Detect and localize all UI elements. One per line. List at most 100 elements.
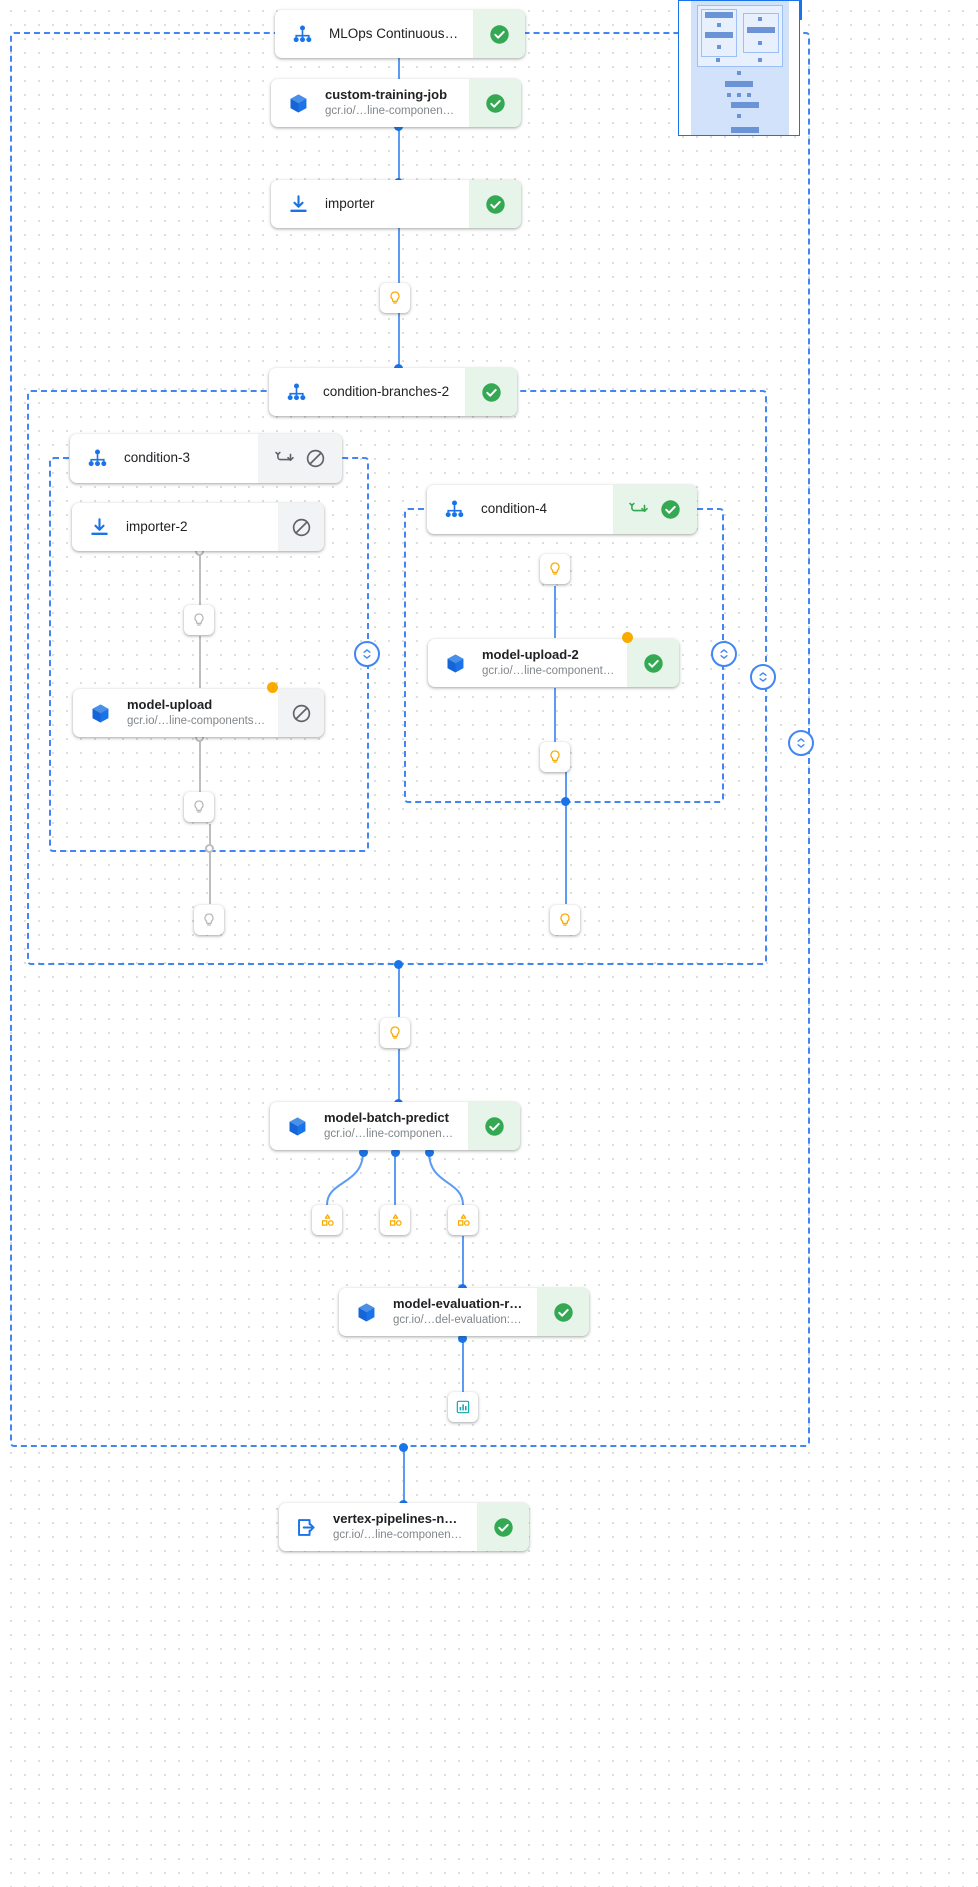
- node-body: model-evaluation-regres… gcr.io/…del-eva…: [339, 1288, 537, 1336]
- dag-minimap[interactable]: [678, 0, 800, 136]
- branch-icon: [274, 451, 294, 461]
- edge-model-evaluation-to-metrics: [462, 1338, 464, 1392]
- node-title: custom-training-job: [325, 86, 448, 102]
- node-condition-branches-2[interactable]: condition-branches-2: [269, 368, 517, 416]
- node-model-upload-2[interactable]: model-upload-2 gcr.io/…line-components:2…: [428, 639, 679, 687]
- node-importer[interactable]: importer: [271, 180, 521, 228]
- status-badge: [613, 485, 697, 534]
- node-title: model-batch-predict: [324, 1109, 449, 1125]
- branch-icon: [628, 502, 648, 512]
- artifact-chip[interactable]: [448, 1205, 478, 1235]
- minimap-node: [725, 81, 753, 87]
- check-circle-icon: [489, 24, 509, 44]
- node-body: MLOps Continuous Traini…: [275, 10, 473, 58]
- status-badge: [468, 1102, 520, 1150]
- check-circle-icon: [660, 500, 680, 519]
- blocked-circle-icon: [292, 704, 310, 722]
- node-model-upload[interactable]: model-upload gcr.io/…line-components:2.6…: [73, 689, 324, 737]
- parameter-chip[interactable]: [380, 283, 410, 313]
- edge-dot: [425, 1148, 434, 1157]
- status-badge: [537, 1288, 589, 1336]
- minimap-node: [717, 45, 721, 49]
- node-model-batch-predict[interactable]: model-batch-predict gcr.io/…line-compone…: [270, 1102, 520, 1150]
- edge-dot: [359, 1148, 368, 1157]
- status-badge: [278, 689, 324, 737]
- node-body: model-upload-2 gcr.io/…line-components:2…: [428, 639, 627, 687]
- node-title: MLOps Continuous Traini…: [329, 25, 461, 41]
- node-custom-training-job[interactable]: custom-training-job gcr.io/…line-compone…: [271, 79, 521, 127]
- collapse-button-condition-4[interactable]: [711, 641, 737, 667]
- node-model-evaluation-regression[interactable]: model-evaluation-regres… gcr.io/…del-eva…: [339, 1288, 589, 1336]
- edge-dot-skipped: [205, 844, 214, 853]
- node-vertex-pipelines-notification[interactable]: vertex-pipelines-notificat… gcr.io/…line…: [279, 1503, 529, 1551]
- output-marker-dot: [267, 682, 278, 693]
- node-text: model-batch-predict gcr.io/…line-compone…: [324, 1110, 456, 1142]
- node-subtitle: gcr.io/…del-evaluation:v0.9.3: [393, 1314, 525, 1327]
- node-mlops-continuous-training[interactable]: MLOps Continuous Traini…: [275, 10, 525, 58]
- status-badge: [627, 639, 679, 687]
- minimap-node: [758, 17, 762, 21]
- parameter-chip[interactable]: [540, 554, 570, 584]
- lightbulb-icon: [390, 291, 400, 304]
- node-text: importer-2: [126, 519, 188, 536]
- node-body: condition-branches-2: [269, 368, 465, 416]
- minimap-node: [705, 12, 733, 18]
- edge-parameter-to-condition-branches: [398, 310, 400, 368]
- node-importer-2[interactable]: importer-2: [72, 503, 324, 551]
- node-subtitle: gcr.io/…line-components:2.6.0: [324, 1128, 456, 1141]
- status-badge: [258, 434, 342, 483]
- node-title: condition-branches-2: [323, 383, 450, 399]
- chevron-collapse-icon: [759, 672, 767, 682]
- node-text: condition-branches-2: [323, 384, 449, 401]
- container-component-icon: [285, 90, 311, 116]
- status-badge: [473, 10, 525, 58]
- node-text: model-evaluation-regres… gcr.io/…del-eva…: [393, 1296, 525, 1328]
- metrics-chart-icon: [456, 1400, 470, 1414]
- container-component-icon: [87, 700, 113, 726]
- parameter-chip[interactable]: [184, 605, 214, 635]
- node-title: condition-4: [481, 501, 548, 517]
- parameter-chip[interactable]: [194, 905, 224, 935]
- node-body: importer: [271, 180, 469, 228]
- edge-artifact-to-model-evaluation: [462, 1236, 464, 1292]
- minimap-node: [731, 127, 759, 133]
- status-badge: [469, 79, 521, 127]
- chevron-collapse-icon: [363, 649, 371, 659]
- metrics-chip[interactable]: [448, 1392, 478, 1422]
- edge-model-upload-to-parameter: [199, 738, 201, 792]
- node-title: vertex-pipelines-notificat…: [333, 1510, 465, 1526]
- node-text: MLOps Continuous Traini…: [329, 26, 461, 43]
- node-body: condition-3: [70, 434, 258, 483]
- collapse-button-condition-3[interactable]: [354, 641, 380, 667]
- node-condition-3[interactable]: condition-3: [70, 434, 342, 483]
- chevron-collapse-icon: [720, 649, 728, 659]
- edge-root-to-custom-training-job: [398, 58, 400, 83]
- minimap-node: [716, 58, 720, 62]
- collapse-button-condition-branches-2[interactable]: [750, 664, 776, 690]
- collapse-button-root[interactable]: [788, 730, 814, 756]
- edge-dot: [394, 960, 403, 969]
- check-circle-icon: [485, 93, 505, 113]
- edge-condition-branches-to-parameter: [398, 965, 400, 1017]
- artifact-chip[interactable]: [380, 1205, 410, 1235]
- node-text: condition-3: [124, 450, 190, 467]
- blocked-circle-icon: [306, 449, 324, 468]
- edge-dot: [391, 1148, 400, 1157]
- dag-group-icon: [289, 21, 315, 47]
- node-body: vertex-pipelines-notificat… gcr.io/…line…: [279, 1503, 477, 1551]
- node-subtitle: gcr.io/…line-components:2.6.0: [333, 1529, 465, 1542]
- node-condition-4[interactable]: condition-4: [427, 485, 697, 534]
- node-title: model-upload-2: [482, 646, 579, 662]
- status-badge: [477, 1503, 529, 1551]
- lightbulb-icon: [194, 800, 204, 813]
- edge-importer-to-parameter: [398, 228, 400, 284]
- artifact-chip[interactable]: [312, 1205, 342, 1235]
- check-circle-icon: [643, 653, 663, 673]
- minimap-node: [727, 93, 731, 97]
- edge-parameter-to-model-batch-predict: [398, 1049, 400, 1103]
- parameter-chip[interactable]: [540, 742, 570, 772]
- parameter-chip[interactable]: [550, 905, 580, 935]
- parameter-chip[interactable]: [380, 1018, 410, 1048]
- parameter-chip[interactable]: [184, 792, 214, 822]
